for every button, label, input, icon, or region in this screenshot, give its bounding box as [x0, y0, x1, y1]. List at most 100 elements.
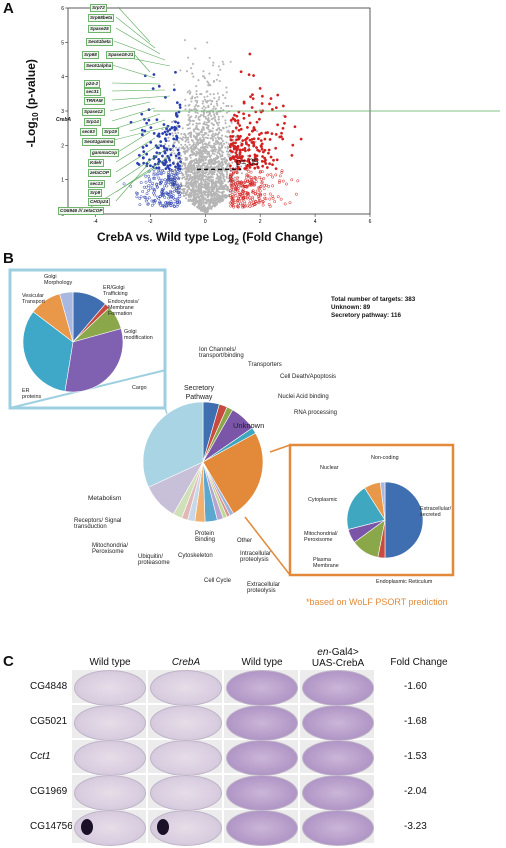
point-down [147, 174, 151, 178]
point-ns [216, 181, 219, 184]
point-ns [182, 194, 185, 197]
point-up [251, 163, 254, 167]
gene-row-label: CG1969 [30, 786, 68, 797]
point-ns [205, 171, 208, 174]
point-up [241, 181, 245, 185]
point-ns [221, 140, 224, 143]
point-ns [198, 190, 201, 193]
point-up [290, 178, 294, 182]
point-ns [181, 146, 184, 149]
point-up [259, 139, 263, 143]
point-up [248, 161, 252, 165]
point-ns [196, 173, 199, 176]
point-ns [186, 166, 189, 169]
point-ns [199, 189, 203, 192]
gene-label: sec13 [88, 180, 105, 188]
point-ns [189, 198, 192, 202]
point-down [162, 204, 165, 207]
point-up [232, 144, 236, 148]
point-down [175, 172, 179, 176]
point-ns [208, 56, 211, 59]
point-up [268, 138, 272, 141]
slice-secretory [142, 401, 204, 488]
point-ns [227, 163, 230, 166]
point-up [269, 155, 273, 159]
point-ns [199, 154, 202, 157]
point-down [122, 182, 126, 186]
point-up [235, 176, 239, 180]
point-down [157, 169, 160, 173]
point-up [240, 180, 244, 184]
point-ns [186, 176, 189, 179]
point-ns [213, 161, 216, 164]
zoom-line-right-2 [244, 516, 291, 576]
point-ns [185, 197, 188, 200]
point-ns [190, 160, 193, 163]
point-up [239, 70, 243, 74]
point-down [163, 150, 167, 153]
point-ns [204, 175, 208, 178]
point-up [277, 180, 281, 184]
point-down [135, 195, 139, 199]
point-ns [210, 100, 213, 103]
point-ns [218, 196, 221, 199]
point-ns [195, 197, 198, 201]
point-down [147, 118, 151, 122]
point-ns [204, 194, 207, 197]
point-down [137, 153, 141, 157]
point-ns [181, 138, 184, 141]
point-up [241, 197, 245, 201]
point-down [137, 163, 141, 167]
point-up [248, 205, 252, 209]
label-cytoplasmic: Cytoplasmic [308, 497, 338, 503]
point-ns [192, 143, 195, 146]
point-ns [188, 154, 191, 157]
point-up [252, 74, 256, 78]
point-down [174, 154, 178, 158]
point-up [238, 192, 241, 196]
gene-label: Sec61gamma [82, 138, 116, 146]
gene-label: Spase12 [82, 108, 105, 116]
point-up [260, 131, 263, 135]
point-down [142, 117, 146, 121]
point-ns [216, 151, 219, 154]
point-ns [214, 180, 217, 184]
point-ns [214, 150, 217, 153]
gene-row-label: Cct1 [30, 751, 51, 762]
point-ns [190, 115, 193, 118]
in-situ-image [148, 740, 222, 776]
point-ns [206, 41, 209, 44]
point-down [172, 201, 176, 205]
point-ns [219, 164, 222, 167]
point-up [229, 118, 233, 122]
point-down [143, 74, 147, 78]
point-up [232, 171, 236, 175]
point-ns [204, 185, 207, 188]
point-down [176, 121, 180, 125]
embryo [226, 670, 298, 706]
label-endocytosis: Endocytosis/ Membrane Formation [108, 299, 139, 318]
in-situ-image [300, 810, 374, 846]
point-ns [201, 107, 204, 110]
point-up [232, 205, 236, 209]
point-ns [209, 144, 212, 147]
point-ns [191, 95, 194, 98]
slice-golgi-morph [59, 291, 74, 343]
point-ns [200, 130, 203, 134]
point-ns [202, 150, 205, 153]
in-situ-image [300, 670, 374, 706]
point-ns [213, 193, 216, 196]
point-up [293, 125, 297, 129]
point-ns [205, 207, 208, 210]
gene-label: Srp72 [90, 4, 107, 12]
point-ns [207, 118, 210, 121]
point-ns [230, 105, 233, 108]
point-ns [215, 188, 218, 191]
point-ns [186, 127, 189, 130]
point-down [165, 200, 169, 204]
label-golgi-morphology: Golgi Morphology [44, 274, 73, 287]
point-ns [218, 201, 221, 204]
point-ns [202, 133, 205, 136]
point-up [245, 173, 249, 177]
embryo [302, 775, 374, 811]
